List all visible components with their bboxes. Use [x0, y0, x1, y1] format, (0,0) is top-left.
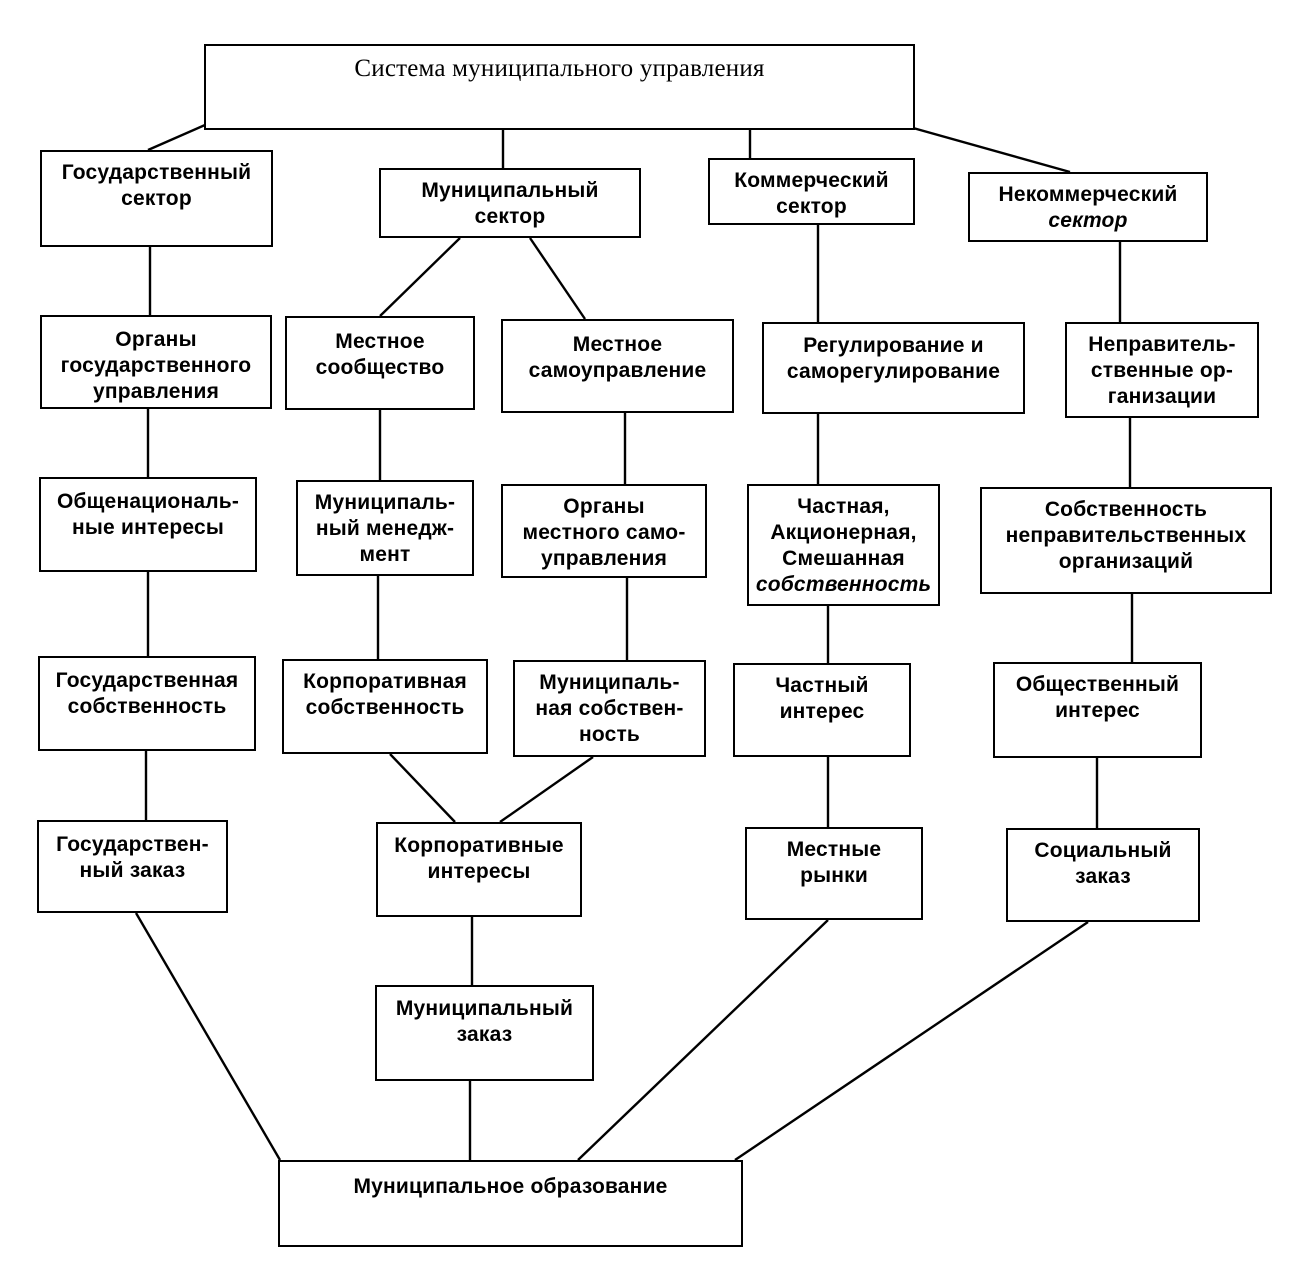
regulation-box: Регулирование и саморегулирование [762, 322, 1025, 414]
state-sector-box: Государственный сектор [40, 150, 273, 247]
corporate-interests-box: Корпоративные интересы [376, 822, 582, 917]
municipal-formation-label: Муниципальное образование [353, 1175, 668, 1198]
municipal-order-line-1: Муниципальный [395, 997, 574, 1020]
local-markets-box: Местные рынки [745, 827, 923, 920]
private-property-line-2: Акционерная, [770, 521, 917, 544]
ngo-property-line-3: организаций [1058, 550, 1194, 573]
public-interest-line-1: Общественный [1015, 673, 1180, 696]
commercial-sector-line-1: Коммерческий [734, 169, 889, 192]
ngo-property-box: Собственность неправительственных органи… [980, 487, 1272, 594]
private-interest-line-1: Частный [775, 674, 869, 697]
state-property-line-2: собственность [67, 695, 227, 718]
ngos-line-3: ганизации [1107, 385, 1217, 408]
national-interests-line-1: Общенациональ- [56, 490, 240, 513]
local-self-government-box: Местное самоуправление [501, 319, 734, 413]
corporate-property-line-2: собственность [305, 696, 465, 719]
social-order-box: Социальный заказ [1006, 828, 1200, 922]
commercial-sector-line-2: сектор [776, 195, 847, 218]
self-government-bodies-line-3: управления [540, 547, 668, 570]
municipal-management-line-1: Муниципаль- [314, 491, 456, 514]
local-self-government-line-1: Местное [572, 333, 663, 356]
municipal-property-line-3: ность [578, 723, 641, 746]
state-property-line-1: Государственная [55, 669, 239, 692]
municipal-property-box: Муниципаль- ная собствен- ность [513, 660, 706, 757]
commercial-sector-box: Коммерческий сектор [708, 158, 915, 225]
municipal-order-line-2: заказ [456, 1023, 513, 1046]
noncommercial-sector-box: Некоммерческий сектор [968, 172, 1208, 242]
state-bodies-line-3: управления [92, 380, 220, 403]
social-order-line-1: Социальный [1034, 839, 1172, 862]
public-interest-box: Общественный интерес [993, 662, 1202, 758]
national-interests-line-2: ные интересы [72, 516, 224, 539]
municipal-management-line-3: мент [359, 543, 411, 566]
state-sector-line-2: сектор [121, 187, 192, 210]
municipal-formation-box: Муниципальное образование [278, 1160, 743, 1247]
private-property-line-4: собственность [755, 573, 932, 596]
social-order-line-2: заказ [1075, 865, 1131, 888]
regulation-line-2: саморегулирование [786, 360, 1001, 383]
root-label: Система муниципального управления [354, 55, 765, 82]
municipal-management-box: Муниципаль- ный менедж- мент [296, 480, 474, 576]
local-self-government-line-2: самоуправление [528, 359, 707, 382]
private-interest-box: Частный интерес [733, 663, 911, 757]
state-order-line-2: ный заказ [79, 859, 186, 882]
noncommercial-sector-line-1: Некоммерческий [998, 183, 1178, 206]
state-bodies-line-2: государственного [60, 354, 252, 377]
local-markets-line-1: Местные [786, 838, 882, 861]
municipal-management-line-2: ный менедж- [315, 517, 455, 540]
ngo-property-line-2: неправительственных [1005, 524, 1247, 547]
private-property-line-1: Частная, [797, 495, 890, 518]
state-order-line-1: Государствен- [56, 833, 209, 856]
national-interests-box: Общенациональ- ные интересы [39, 477, 257, 572]
corporate-property-line-1: Корпоративная [303, 670, 467, 693]
corporate-interests-line-2: интересы [427, 860, 531, 883]
corporate-interests-line-1: Корпоративные [394, 834, 564, 857]
municipal-property-line-2: ная собствен- [535, 697, 684, 720]
private-property-line-3: Смешанная [782, 547, 905, 570]
private-interest-line-2: интерес [779, 700, 865, 723]
municipal-order-box: Муниципальный заказ [375, 985, 594, 1081]
corporate-property-box: Корпоративная собственность [282, 659, 488, 754]
state-order-box: Государствен- ный заказ [37, 820, 228, 913]
municipal-property-line-1: Муниципаль- [539, 671, 680, 694]
self-government-bodies-line-1: Органы [563, 495, 645, 518]
municipal-sector-line-1: Муниципальный [421, 179, 599, 202]
local-community-line-1: Местное [335, 330, 425, 353]
regulation-line-1: Регулирование и [803, 334, 984, 357]
public-interest-line-2: интерес [1055, 699, 1140, 722]
ngos-line-2: ственные ор- [1090, 359, 1234, 382]
state-property-box: Государственная собственность [38, 656, 256, 751]
ngos-line-1: Неправитель- [1088, 333, 1236, 356]
local-community-box: Местное сообщество [285, 316, 475, 410]
root-box: Система муниципального управления [204, 44, 915, 130]
self-government-bodies-box: Органы местного само- управления [501, 484, 707, 578]
noncommercial-sector-line-2: сектор [1048, 209, 1128, 232]
private-property-box: Частная, Акционерная, Смешанная собствен… [747, 484, 940, 606]
self-government-bodies-line-2: местного само- [522, 521, 686, 544]
municipal-sector-box: Муниципальный сектор [379, 168, 641, 238]
state-bodies-line-1: Органы [115, 328, 197, 351]
state-sector-line-1: Государственный [61, 161, 252, 184]
ngo-property-line-1: Собственность [1044, 498, 1208, 521]
state-bodies-box: Органы государственного управления [40, 315, 272, 409]
municipal-sector-line-2: сектор [474, 205, 546, 228]
local-markets-line-2: рынки [800, 864, 868, 887]
ngos-box: Неправитель- ственные ор- ганизации [1065, 322, 1259, 418]
local-community-line-2: сообщество [315, 356, 445, 379]
